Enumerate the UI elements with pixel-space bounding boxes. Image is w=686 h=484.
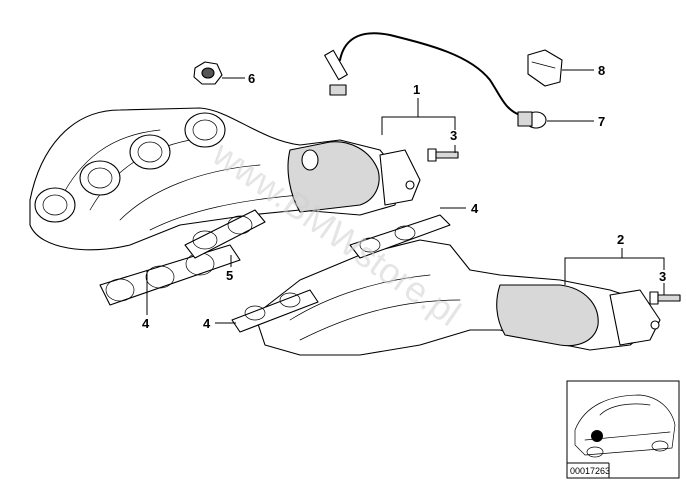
exhaust-manifold-rear [254, 239, 661, 356]
exhaust-manifold-front [29, 107, 421, 251]
bolt-rear [649, 291, 681, 305]
callout-4-middle: 4 [203, 316, 211, 331]
car-outline-icon [574, 394, 676, 458]
nut-part-6 [193, 61, 223, 85]
callout-4-upper: 4 [471, 201, 479, 216]
callout-3-rear-bolt: 3 [659, 269, 666, 284]
leader-lines [146, 69, 665, 324]
gasket-part-5 [184, 209, 266, 259]
bolt-front [427, 148, 459, 162]
gasket-middle-lower [231, 289, 319, 333]
diagram-code: 00017263 [570, 466, 610, 476]
engine-location-marker [591, 430, 603, 442]
callout-7: 7 [598, 114, 605, 129]
callout-3-front-bolt: 3 [450, 128, 457, 143]
vehicle-location-inset: 00017263 [566, 380, 680, 479]
callout-6: 6 [248, 71, 255, 86]
clip-part-8 [527, 49, 563, 87]
gasket-middle-upper [349, 214, 451, 259]
callout-8: 8 [598, 63, 605, 78]
callout-2: 2 [617, 232, 624, 247]
callout-1: 1 [413, 82, 420, 97]
callout-5: 5 [226, 268, 233, 283]
gasket-left [99, 244, 241, 306]
callout-4-left: 4 [142, 316, 150, 331]
oxygen-sensor-part-7 [324, 32, 547, 129]
